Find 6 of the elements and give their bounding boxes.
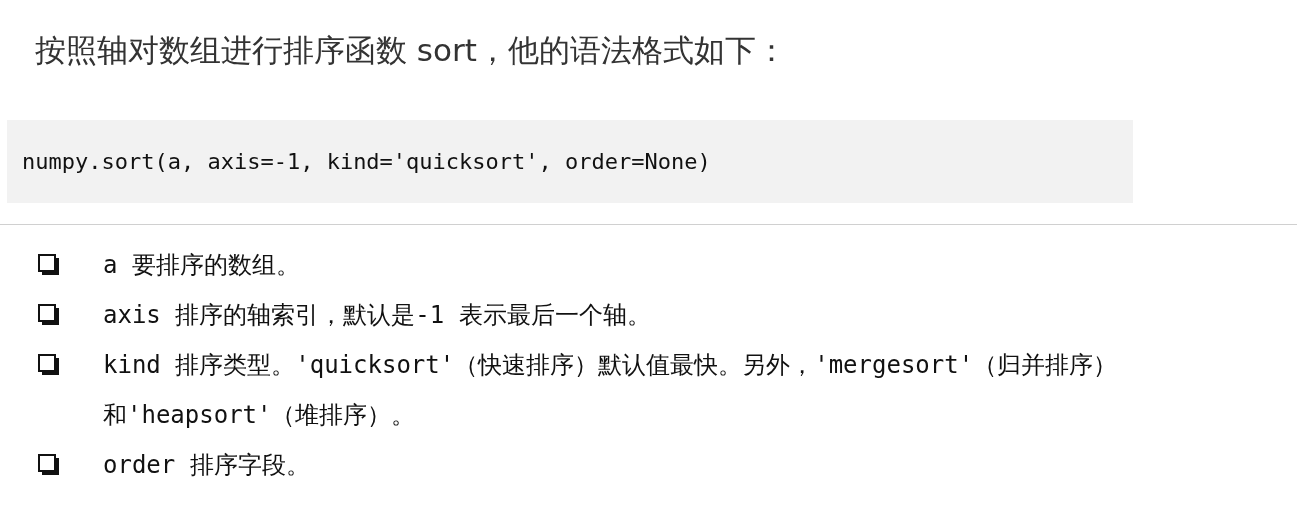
bullet-text: order 排序字段。 <box>103 450 311 481</box>
bullet-text: axis 排序的轴索引，默认是-1 表示最后一个轴。 <box>103 300 652 331</box>
bullet-text: kind 排序类型。'quicksort'（快速排序）默认值最快。另外，'mergesort'（归并排序）和'heapsort'（堆排序）。 <box>103 350 1119 431</box>
bullet-text: a 要排序的数组。 <box>103 250 301 281</box>
heading: 按照轴对数组进行排序函数 sort，他的语法格式如下： <box>35 31 787 70</box>
code-block: numpy.sort(a, axis=-1, kind='quicksort', order=None) <box>7 120 1133 203</box>
